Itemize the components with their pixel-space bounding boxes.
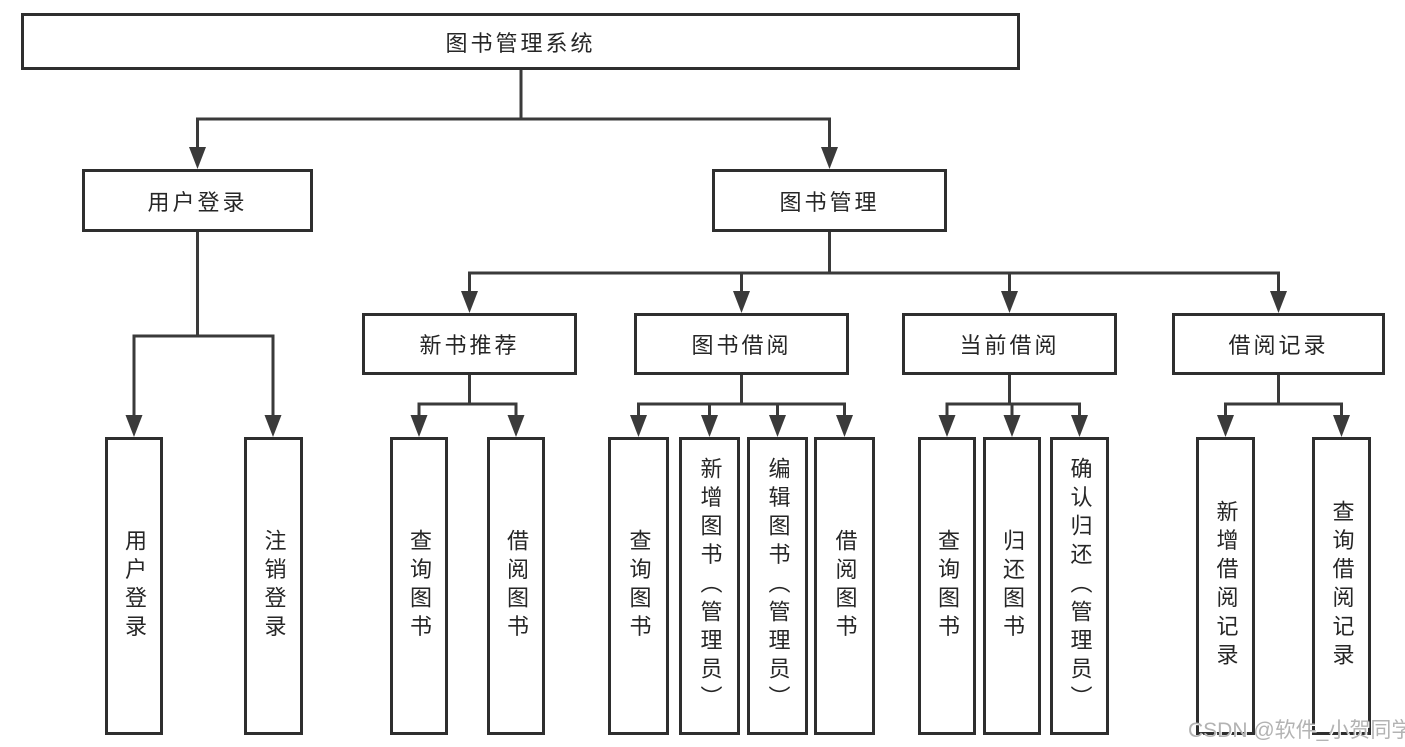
node-label: 查询图书 xyxy=(935,528,960,644)
leaf-add-book-admin: 新增图书（管理员） xyxy=(679,437,740,735)
connector-borrow-records-branch xyxy=(1217,375,1350,437)
node-label: 借阅图书 xyxy=(832,528,858,644)
leaf-add-borrow-record: 新增借阅记录 xyxy=(1196,437,1255,735)
node-label: 查询借阅记录 xyxy=(1329,500,1355,672)
node-new-book-recommendation: 新书推荐 xyxy=(362,313,577,375)
leaf-query-books-recommend: 查询图书 xyxy=(390,437,448,735)
leaf-borrow-books: 借阅图书 xyxy=(814,437,875,735)
leaf-query-books-borrow: 查询图书 xyxy=(608,437,669,735)
node-current-borrowing: 当前借阅 xyxy=(902,313,1117,375)
leaf-user-login: 用户登录 xyxy=(105,437,163,735)
leaf-query-books-current: 查询图书 xyxy=(918,437,976,735)
connector-new-book-branch xyxy=(410,375,525,437)
node-label: 图书管理 xyxy=(779,189,880,215)
leaf-borrow-books-recommend: 借阅图书 xyxy=(487,437,545,735)
node-book-borrowing: 图书借阅 xyxy=(634,313,849,375)
node-label: 查询图书 xyxy=(407,528,432,644)
node-label: 新增借阅记录 xyxy=(1213,500,1239,672)
node-user-login: 用户登录 xyxy=(82,169,313,232)
node-label: 图书借阅 xyxy=(691,333,792,358)
node-library-management-system: 图书管理系统 xyxy=(21,13,1020,70)
leaf-confirm-return-admin: 确认归还（管理员） xyxy=(1050,437,1109,735)
leaf-return-books: 归还图书 xyxy=(983,437,1041,735)
node-label: 用户登录 xyxy=(122,528,147,644)
node-label: 新增图书（管理员） xyxy=(697,457,723,715)
leaf-edit-book-admin: 编辑图书（管理员） xyxy=(747,437,808,735)
node-label: 用户登录 xyxy=(147,189,248,215)
connector-user-login-branch xyxy=(125,232,282,437)
leaf-query-borrow-record: 查询借阅记录 xyxy=(1312,437,1371,735)
connector-book-borrow-branch xyxy=(630,375,853,437)
connector-root-to-level2 xyxy=(189,70,838,169)
node-book-management: 图书管理 xyxy=(712,169,947,232)
node-label: 图书管理系统 xyxy=(445,30,596,56)
node-label: 借阅图书 xyxy=(504,528,529,644)
leaf-logout: 注销登录 xyxy=(244,437,303,735)
node-label: 注销登录 xyxy=(261,528,287,644)
node-label: 编辑图书（管理员） xyxy=(765,457,791,715)
connector-current-borrow-branch xyxy=(938,375,1088,437)
node-label: 新书推荐 xyxy=(419,333,520,358)
watermark: CSDN @软件_小贺同学 xyxy=(1188,719,1405,742)
connector-book-management-branch xyxy=(461,232,1287,313)
node-label: 查询图书 xyxy=(626,528,652,644)
node-borrowing-records: 借阅记录 xyxy=(1172,313,1385,375)
node-label: 确认归还（管理员） xyxy=(1067,457,1093,715)
node-label: 归还图书 xyxy=(1000,528,1025,644)
node-label: 当前借阅 xyxy=(959,333,1060,358)
node-label: 借阅记录 xyxy=(1228,333,1329,358)
